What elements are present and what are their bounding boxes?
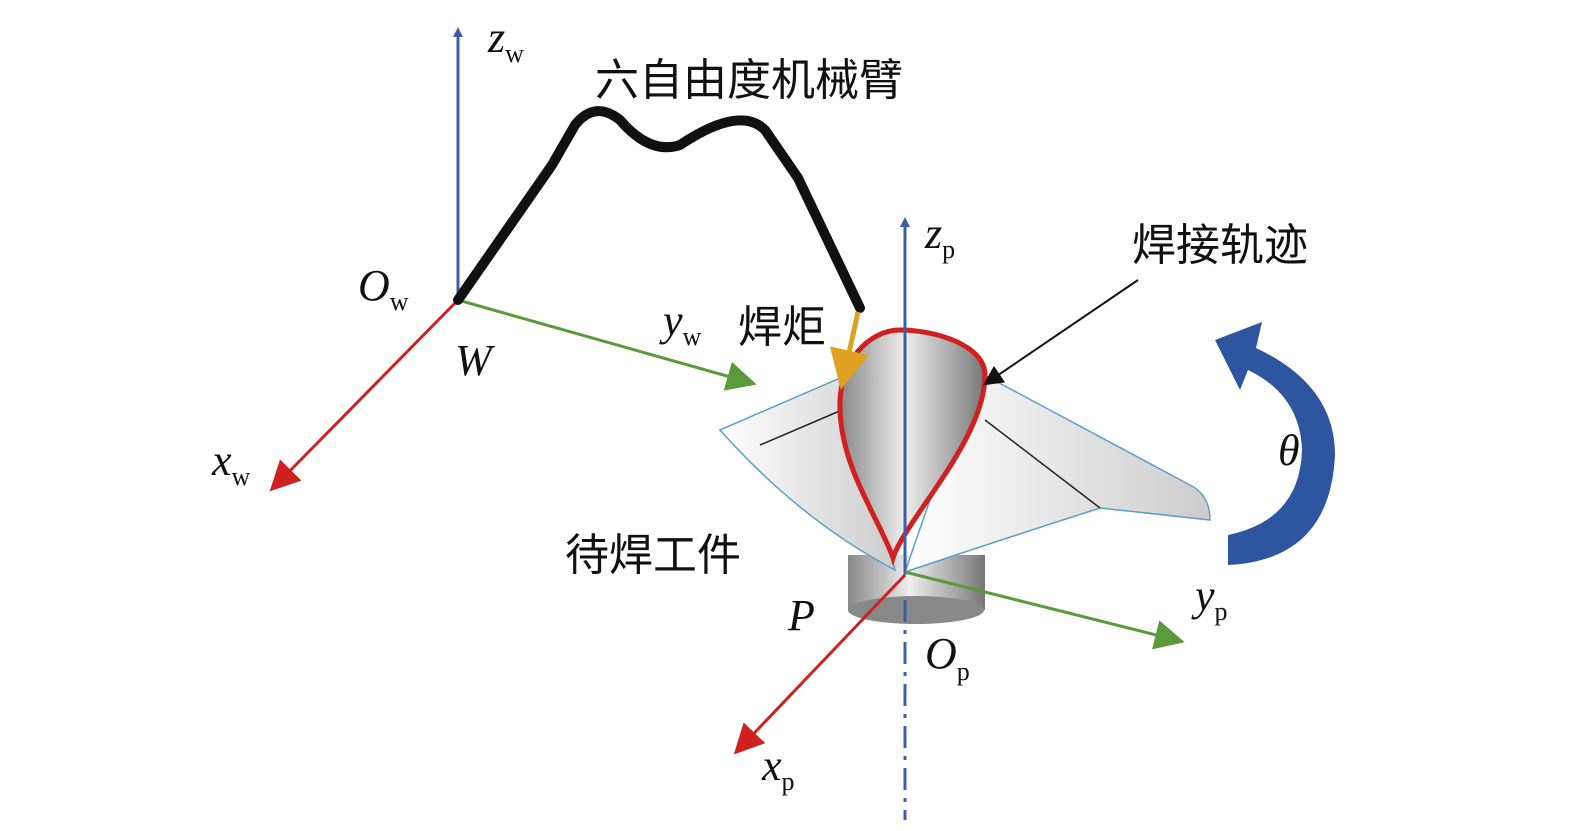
part-origin-label: Op (925, 629, 970, 686)
yw-label: yw (659, 296, 702, 351)
yp-axis (904, 570, 1185, 650)
workpiece-shell (839, 330, 985, 558)
yp-label: yp (1191, 571, 1228, 626)
workpiece-right-fin (903, 368, 1211, 574)
part-point-label: P (787, 591, 815, 640)
workpiece (718, 327, 1211, 624)
world-point-label: W (455, 336, 495, 385)
rotation-theta-label: θ (1278, 426, 1300, 475)
xp-label: xp (761, 741, 795, 796)
weld-path-pointer (983, 279, 1139, 386)
yw-axis (457, 298, 757, 391)
world-origin-label: Ow (358, 261, 409, 316)
zp-label: zp (924, 209, 955, 264)
xw-label: xw (211, 436, 251, 491)
workpiece-base-bottom (848, 596, 984, 624)
torch-label: 焊炬 (738, 302, 826, 353)
xw-axis (269, 298, 460, 492)
weld-path-label: 焊接轨迹 (1132, 220, 1308, 271)
workpiece-label: 待焊工件 (565, 530, 741, 581)
rotation-arrow-icon (1215, 322, 1335, 565)
zw-label: zw (487, 13, 524, 68)
welding-torch (829, 311, 869, 390)
xp-axis (733, 573, 907, 755)
robot-arm (453, 106, 865, 313)
robot-arm-label: 六自由度机械臂 (595, 55, 903, 106)
